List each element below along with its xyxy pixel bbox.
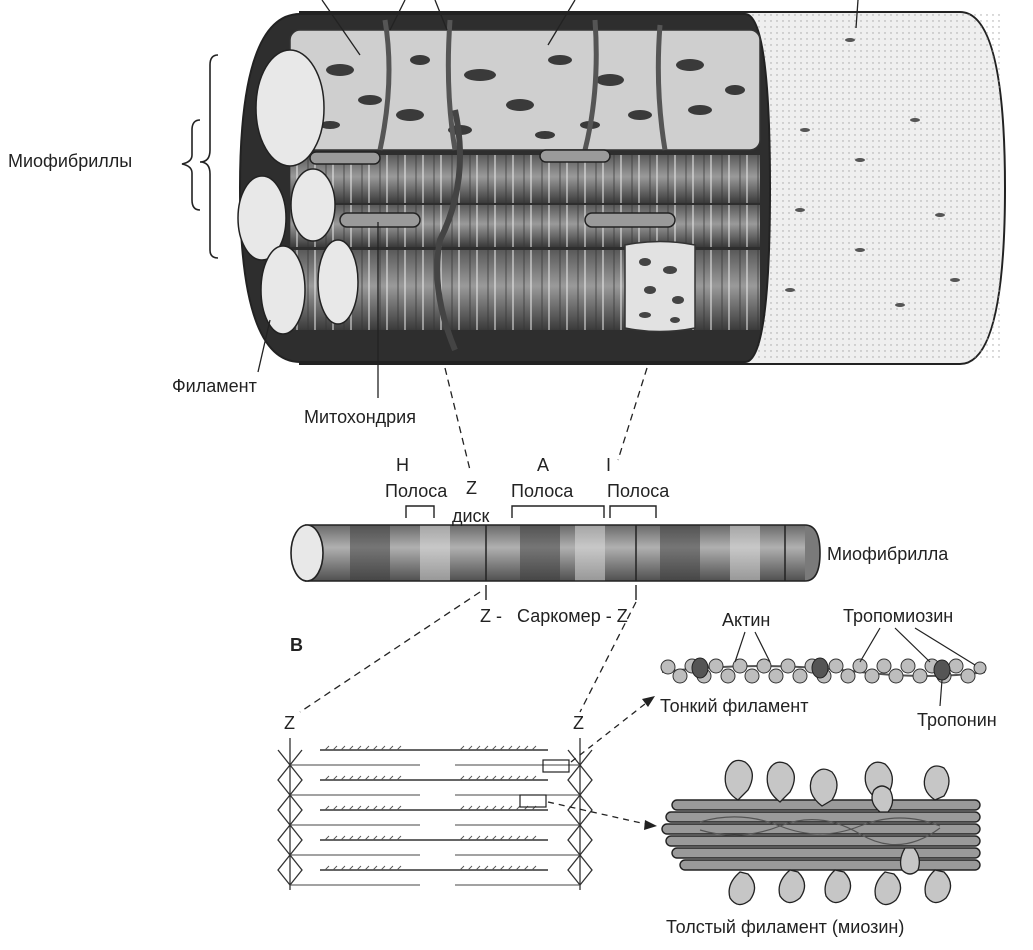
label-actin: Актин xyxy=(722,610,771,630)
band-brackets xyxy=(405,505,657,518)
label-a-letter: A xyxy=(537,455,550,475)
myofibril-end xyxy=(290,524,324,582)
label-z-right: Z xyxy=(573,713,584,733)
sarcoplasmic-reticulum xyxy=(289,19,761,151)
label-tropomyosin: Тропомиозин xyxy=(843,606,954,626)
label-z-left: Z xyxy=(284,713,295,733)
label-h-letter: H xyxy=(396,455,409,475)
thick-filament-zoom xyxy=(661,759,981,906)
capillary xyxy=(434,109,463,352)
label-i-band: Полоса xyxy=(607,481,670,501)
muscle-fiber xyxy=(237,11,1007,365)
mitochondria xyxy=(309,149,676,228)
bottom-leader-lines xyxy=(257,222,379,398)
thin-filament-zoom xyxy=(660,627,987,707)
sarcolemma-pores xyxy=(785,38,960,307)
myofibril-cross-sections xyxy=(237,49,359,335)
thin-filaments xyxy=(290,764,580,886)
myosin-heads-large xyxy=(724,759,952,906)
projection-lines-bottom xyxy=(299,591,637,713)
label-a-band: Полоса xyxy=(511,481,574,501)
thin-filament-highlight xyxy=(542,759,570,773)
thin-filament-leaders xyxy=(734,627,976,707)
sarcomere-schematic xyxy=(277,738,593,890)
reticulum-patch xyxy=(624,240,696,333)
myosin-rods xyxy=(661,799,981,871)
z-lines xyxy=(277,738,593,890)
sarcomere-ticks xyxy=(485,585,637,600)
myosin-heads xyxy=(324,745,537,871)
top-leader-lines xyxy=(321,0,859,56)
thin-strands xyxy=(699,816,941,846)
label-filament: Филамент xyxy=(172,376,257,396)
projection-lines-top xyxy=(444,367,648,471)
label-myofibril: Миофибрилла xyxy=(827,544,949,564)
label-sarcomere: Z - Саркомер - Z xyxy=(480,606,628,626)
zoom-arrows xyxy=(547,699,651,826)
myofibril-bands xyxy=(350,525,786,581)
thick-filament-highlight xyxy=(519,794,547,808)
thick-filaments xyxy=(320,749,548,871)
label-z-letter: Z xyxy=(466,478,477,498)
label-thick-filament: Толстый филамент (миозин) xyxy=(666,917,905,937)
label-section-b: B xyxy=(290,635,303,655)
label-mitochondrion: Митохондрия xyxy=(304,407,416,427)
label-troponin: Тропонин xyxy=(917,710,997,730)
label-i-letter: I xyxy=(606,455,612,475)
zoom-arrow-heads xyxy=(642,696,657,830)
myofibrils-bracket xyxy=(181,54,219,259)
label-thin-filament: Тонкий филамент xyxy=(660,696,809,716)
label-h-band: Полоса xyxy=(385,481,448,501)
troponin-complexes xyxy=(691,657,951,681)
label-z-disk: диск xyxy=(452,506,490,526)
label-myofibrils: Миофибриллы xyxy=(8,151,133,171)
single-myofibril xyxy=(290,524,821,582)
